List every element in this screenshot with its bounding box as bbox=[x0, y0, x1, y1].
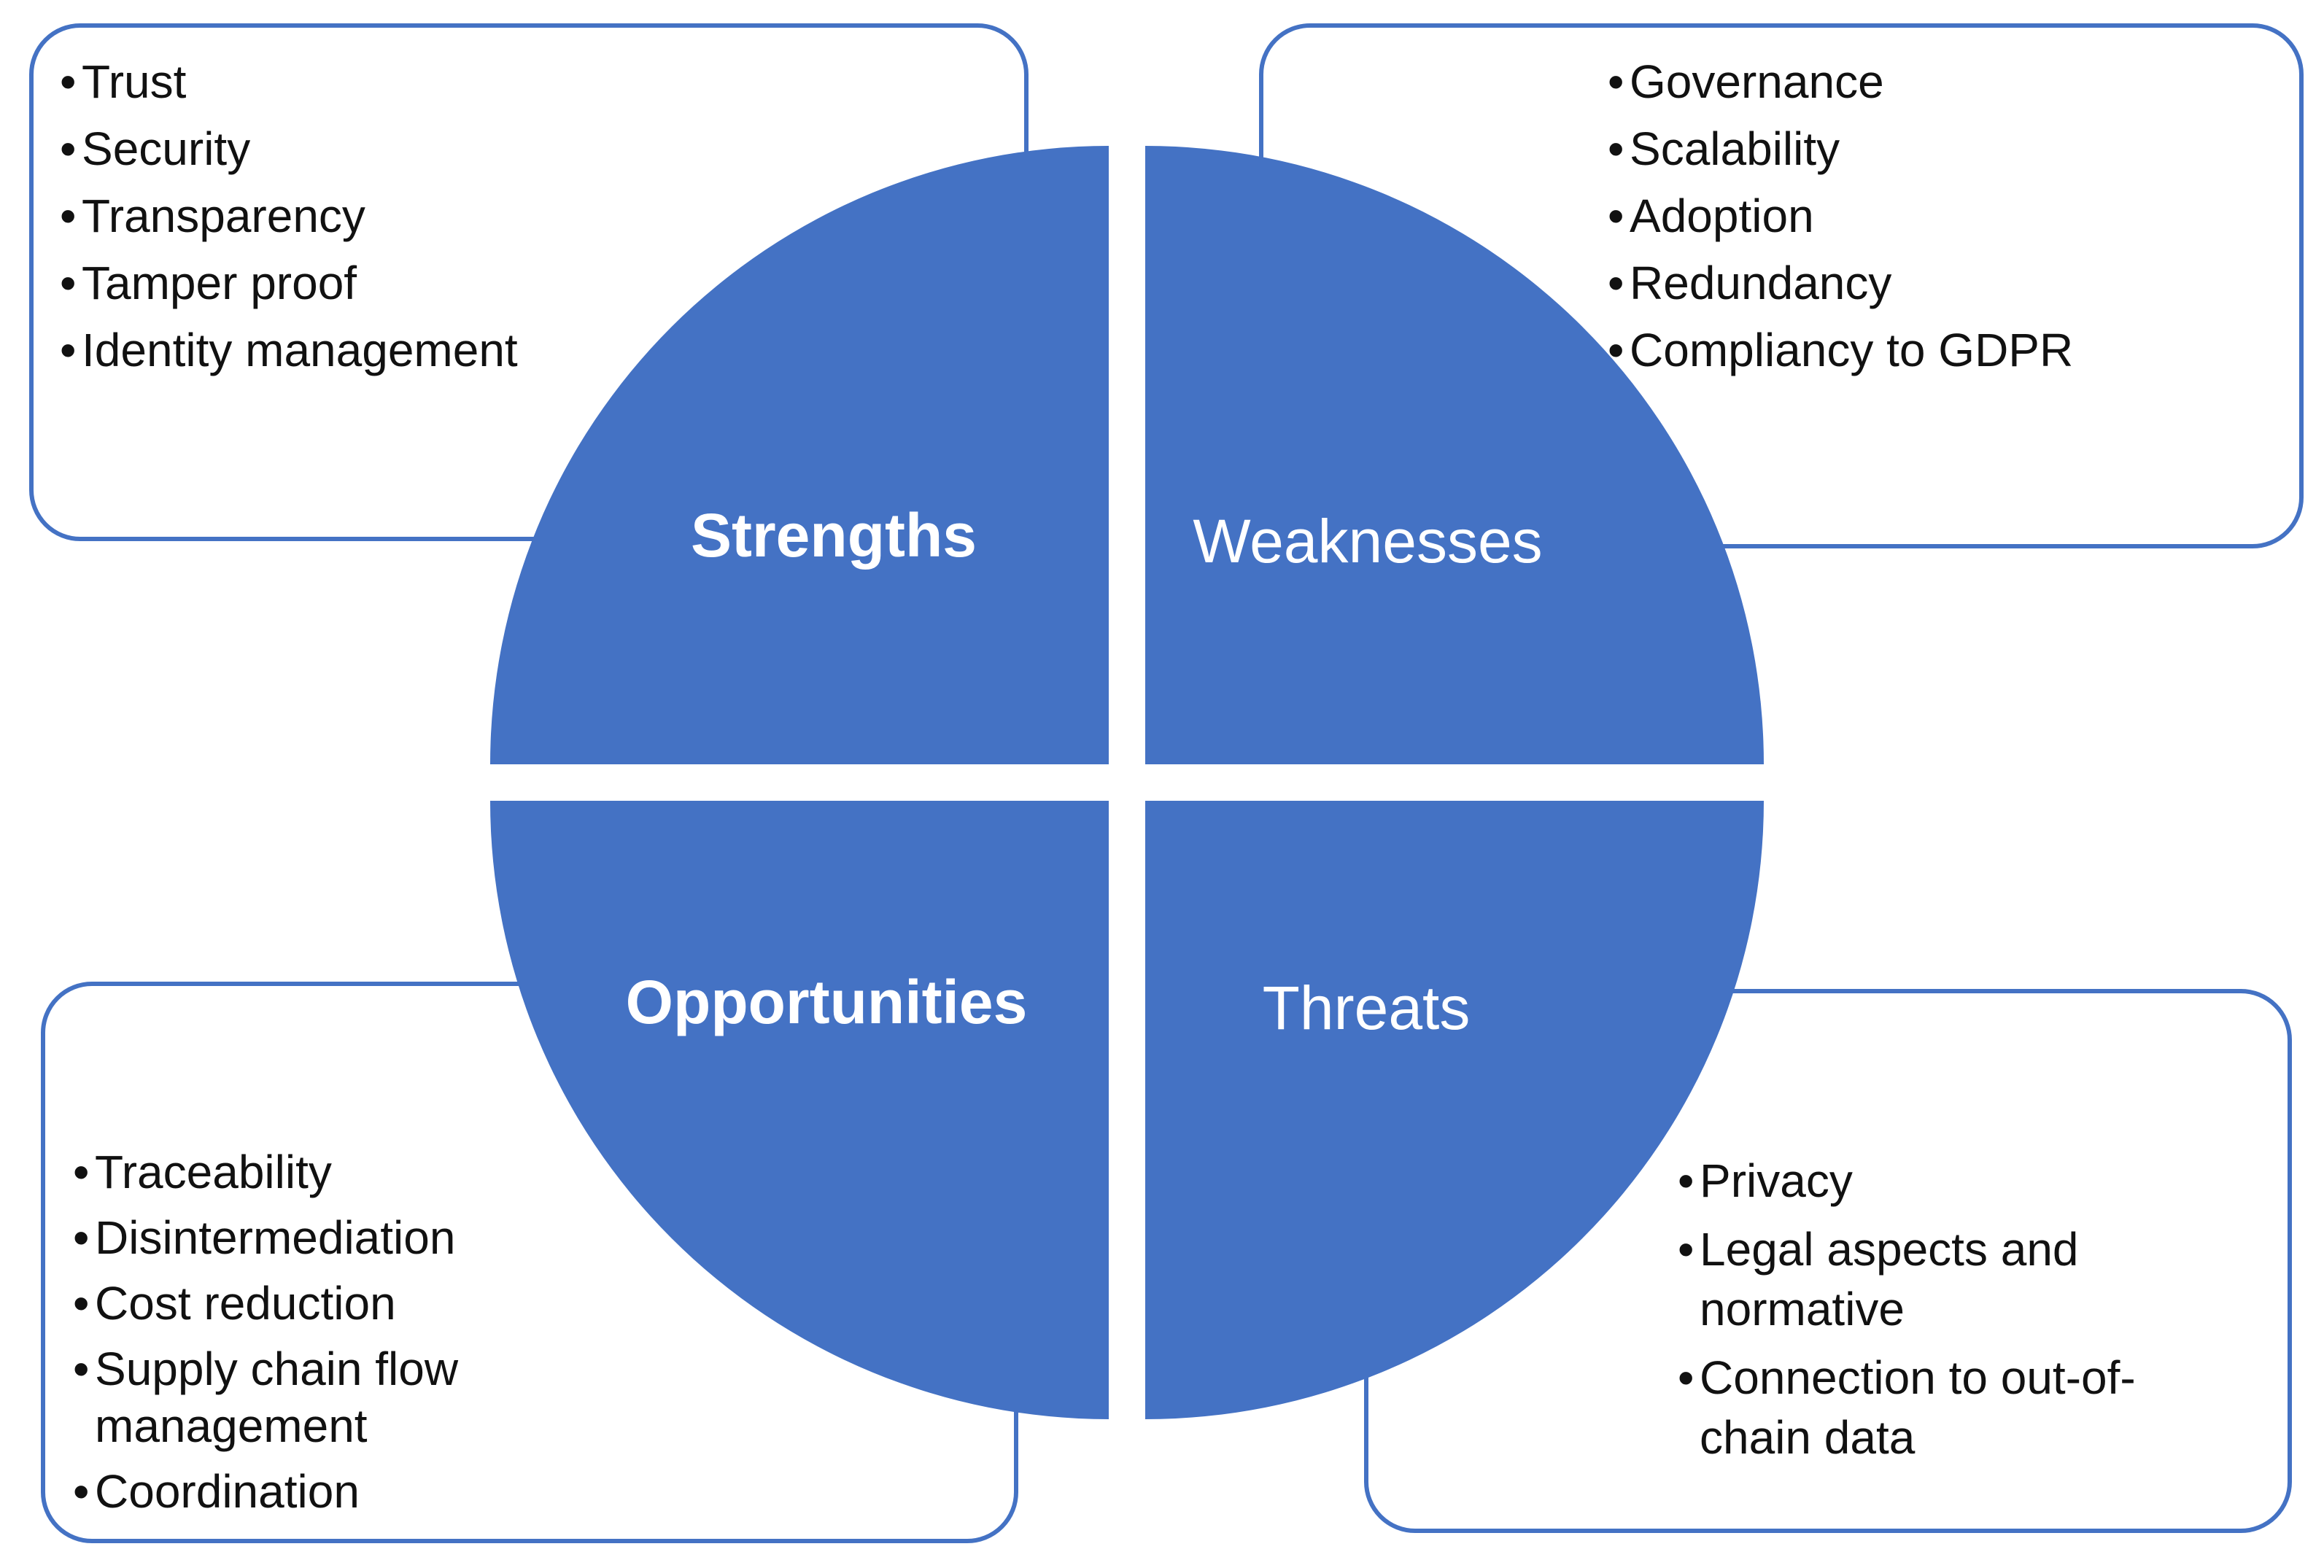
threats-quadrant bbox=[1145, 801, 1764, 1419]
weaknesses-quadrant bbox=[1145, 146, 1764, 764]
strengths-label: Strengths bbox=[690, 501, 977, 570]
weaknesses-label: Weaknesses bbox=[1193, 507, 1543, 575]
list-item: Legal aspects and normative bbox=[1678, 1219, 2203, 1339]
opportunities-quadrant bbox=[490, 801, 1109, 1419]
list-item: Adoption bbox=[1608, 182, 2118, 249]
opportunities-label: Opportunities bbox=[625, 968, 1028, 1036]
list-item: Traceability bbox=[73, 1144, 518, 1200]
strengths-quadrant bbox=[490, 146, 1109, 764]
threats-label: Threats bbox=[1262, 974, 1471, 1042]
opportunities-list: Traceability Disintermediation Cost redu… bbox=[73, 1144, 518, 1520]
list-item: Connection to out-of-chain data bbox=[1678, 1348, 2203, 1467]
list-item: Compliancy to GDPR bbox=[1608, 317, 2118, 384]
weaknesses-list: Governance Scalability Adoption Redundan… bbox=[1608, 48, 2118, 384]
list-item: Tamper proof bbox=[60, 249, 585, 317]
list-item: Coordination bbox=[73, 1463, 518, 1520]
list-item: Redundancy bbox=[1608, 249, 2118, 317]
list-item: Scalability bbox=[1608, 115, 2118, 182]
list-item: Governance bbox=[1608, 48, 2118, 115]
list-item: Privacy bbox=[1678, 1151, 2203, 1211]
list-item: Supply chain flow management bbox=[73, 1340, 518, 1454]
threats-list: Privacy Legal aspects and normative Conn… bbox=[1678, 1151, 2203, 1467]
strengths-list: Trust Security Transparency Tamper proof… bbox=[60, 48, 585, 384]
list-item: Transparency bbox=[60, 182, 585, 249]
list-item: Security bbox=[60, 115, 585, 182]
list-item: Identity management bbox=[60, 317, 585, 384]
list-item: Trust bbox=[60, 48, 585, 115]
list-item: Cost reduction bbox=[73, 1275, 518, 1332]
list-item: Disintermediation bbox=[73, 1209, 518, 1266]
